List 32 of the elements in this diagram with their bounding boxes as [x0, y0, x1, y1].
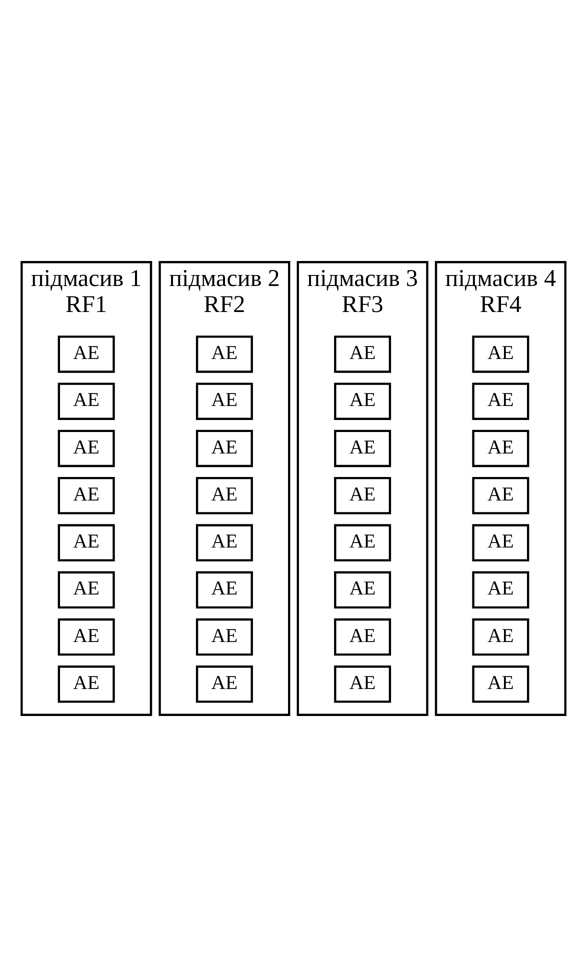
node-box: АЕ [472, 476, 530, 514]
node-box: АЕ [472, 524, 530, 561]
node-box: АЕ [58, 524, 115, 561]
node-box: АЕ [58, 570, 115, 608]
node-box: АЕ [334, 335, 392, 372]
node-box: АЕ [472, 382, 530, 420]
node-box: АЕ [472, 429, 530, 467]
node-box: АЕ [334, 429, 392, 467]
node-box: АЕ [334, 382, 392, 420]
node-box: АЕ [472, 665, 530, 702]
node-box: АЕ [334, 476, 392, 514]
node-box: АЕ [58, 476, 115, 514]
node-box: АЕ [472, 570, 530, 608]
node-box: АЕ [196, 335, 253, 372]
node-box: АЕ [196, 570, 253, 608]
node-box: АЕ [196, 382, 253, 420]
node-box: АЕ [196, 476, 253, 514]
node-box: АЕ [196, 524, 253, 561]
node-box: АЕ [334, 570, 392, 608]
node-box: АЕ [472, 335, 530, 372]
node-box: АЕ [58, 335, 115, 372]
node-box: АЕ [196, 429, 253, 467]
node-box: АЕ [334, 665, 392, 702]
node-box: АЕ [196, 618, 253, 656]
node-box: АЕ [58, 618, 115, 656]
node-box: АЕ [472, 618, 530, 656]
node-box: АЕ [58, 665, 115, 702]
node-box: АЕ [334, 524, 392, 561]
node-box: АЕ [334, 618, 392, 656]
node-box: АЕ [58, 382, 115, 420]
node-box: АЕ [58, 429, 115, 467]
node-box: АЕ [196, 665, 253, 702]
